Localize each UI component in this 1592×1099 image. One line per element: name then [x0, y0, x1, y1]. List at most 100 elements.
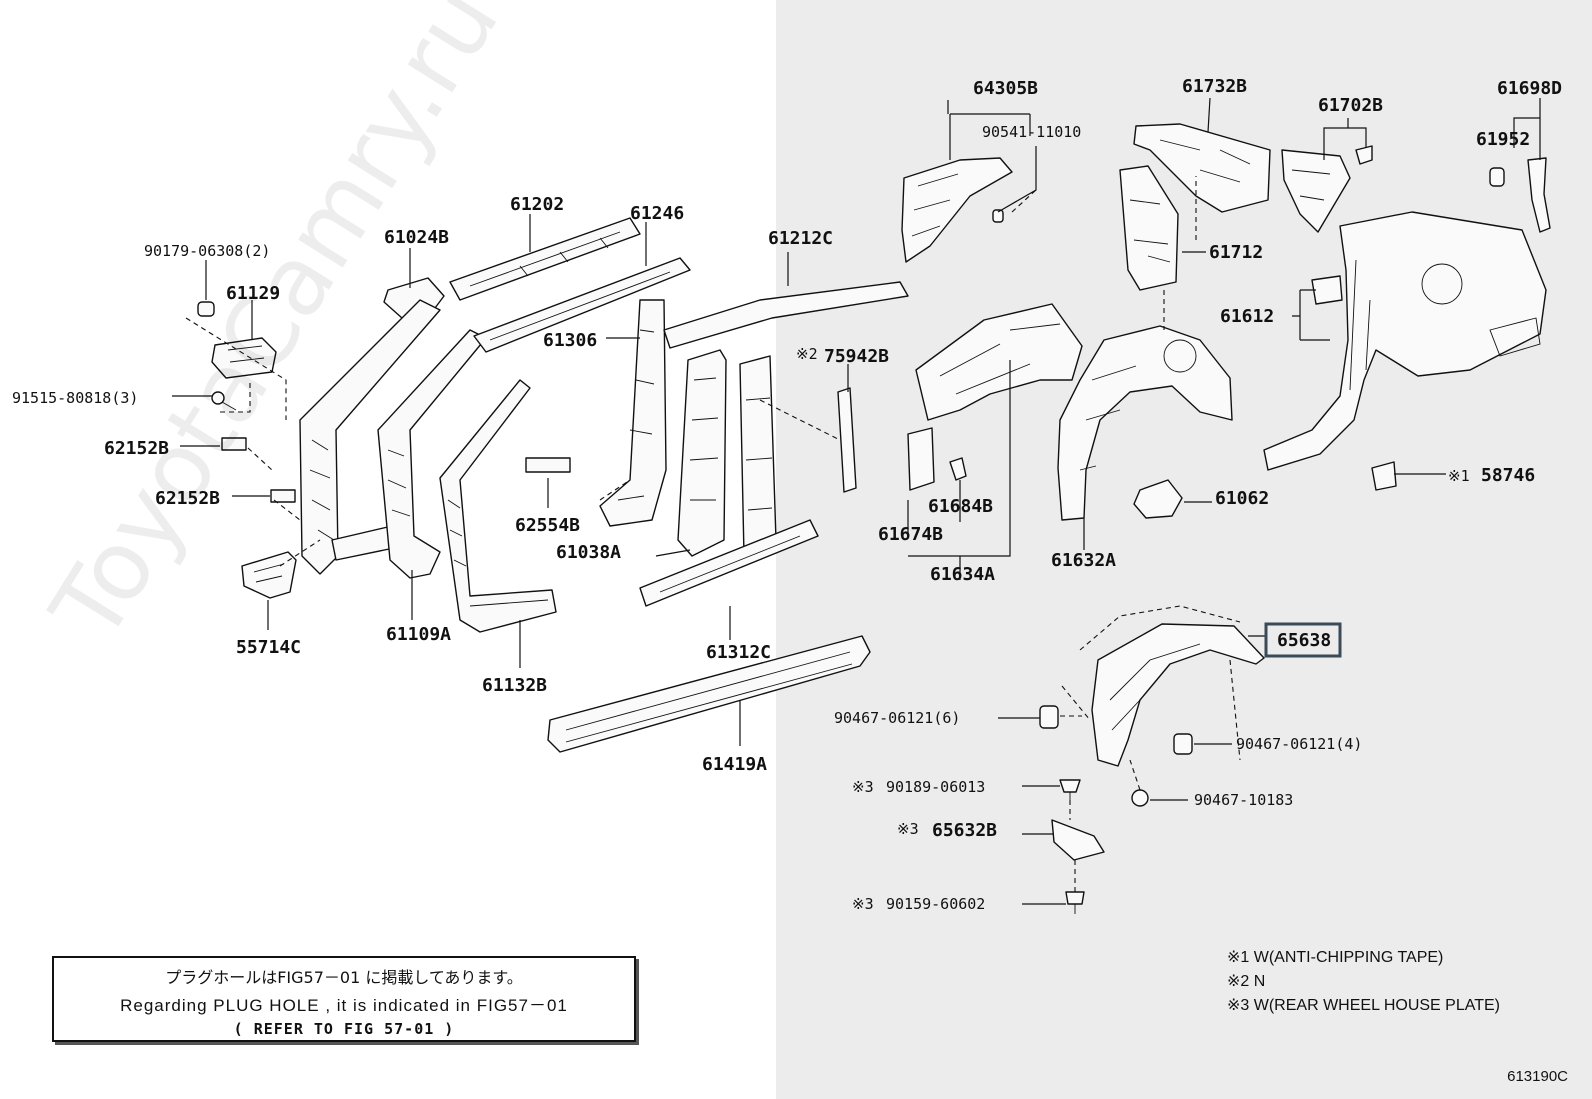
pillar-61712-shape: [1119, 165, 1179, 291]
bracket-61129-shape: [211, 337, 277, 379]
mark-90159: ※3: [852, 895, 874, 913]
label-61109A: 61109A: [386, 624, 451, 645]
clip-90467-10183-shape: [1131, 789, 1149, 807]
label-62554B: 62554B: [515, 515, 580, 536]
note-line-japanese: プラグホールはFIG57－01 に掲載してあります。: [165, 968, 523, 987]
fastener-61612-shape: [1311, 275, 1343, 305]
label-61684B: 61684B: [928, 496, 993, 517]
dashed-fasteners: [1060, 715, 1141, 892]
highlight-box-65638: [1264, 622, 1342, 658]
left-leaders: [172, 214, 849, 746]
label-61952: 61952: [1476, 129, 1530, 150]
wheelhouse-61632A-shape: [1057, 325, 1233, 521]
plate-75942B-shape: [837, 387, 857, 493]
note-line-refer: ( REFER TO FIG 57-01 ): [233, 1020, 455, 1038]
pillar-61038A-shape: [677, 349, 727, 557]
label-90467-06121-4: 90467-06121(4): [1236, 735, 1362, 753]
label-90541-11010: 90541-11010: [982, 123, 1081, 141]
mark-58746: ※1: [1448, 467, 1470, 485]
label-61202: 61202: [510, 194, 564, 215]
label-61702B: 61702B: [1318, 95, 1383, 116]
label-61306: 61306: [543, 330, 597, 351]
legend-item-1: ※1 W(ANTI-CHIPPING TAPE): [1227, 949, 1444, 966]
tape-58746-shape: [1371, 461, 1397, 491]
label-61674B: 61674B: [878, 524, 943, 545]
diagram-code: 613190C: [1507, 1068, 1568, 1085]
label-61712: 61712: [1209, 242, 1263, 263]
mark-90189: ※3: [852, 778, 874, 796]
pillar-61132B-shape: [439, 379, 557, 633]
mark-75942B: ※2: [796, 345, 818, 363]
label-61246: 61246: [630, 203, 684, 224]
panel-61612-shape: [1263, 211, 1547, 471]
label-90467-06121-6: 90467-06121(6): [834, 709, 960, 727]
bracket-61062-shape: [1133, 479, 1183, 519]
plug-hole-note: プラグホールはFIG57－01 に掲載してあります。 Regarding PLU…: [52, 956, 636, 1042]
rail-61202-shape: [449, 217, 641, 301]
label-58746: 58746: [1481, 465, 1535, 486]
pad-62554B-shape: [525, 457, 571, 473]
label-62152B-a: 62152B: [104, 438, 169, 459]
label-61419A: 61419A: [702, 754, 767, 775]
panel-61212C-shape: [663, 281, 909, 557]
legend: ※1 W(ANTI-CHIPPING TAPE) ※2 N ※3 W(REAR …: [1227, 946, 1500, 1018]
bracket-64305B-shape: [901, 157, 1013, 263]
panel-61732B-shape: [1133, 123, 1271, 213]
dashed-right-upper: [1011, 176, 1197, 330]
mark-65632B: ※3: [897, 820, 919, 838]
pillar-61024B-shape: [299, 277, 445, 575]
plate-65632B-shape: [1051, 819, 1105, 861]
leader-61634A: [907, 360, 1011, 580]
label-61634A: 61634A: [930, 564, 995, 585]
label-75942B: 75942B: [824, 346, 889, 367]
clip-61952-shape: [1489, 167, 1505, 187]
rail-61246-shape: [473, 257, 691, 353]
leader-64305B: [947, 100, 1037, 213]
label-90467-10183: 90467-10183: [1194, 791, 1293, 809]
label-61038A: 61038A: [556, 542, 621, 563]
label-61698D: 61698D: [1497, 78, 1562, 99]
leader-61732B: [1207, 97, 1211, 133]
label-90159-60602: 90159-60602: [886, 895, 985, 913]
nut-90467-06121-4-shape: [1173, 733, 1193, 755]
label-61129: 61129: [226, 283, 280, 304]
legend-item-3: ※3 W(REAR WHEEL HOUSE PLATE): [1227, 997, 1500, 1014]
label-61632A: 61632A: [1051, 550, 1116, 571]
note-line-english: Regarding PLUG HOLE , it is indicated in…: [120, 996, 568, 1015]
label-90189-06013: 90189-06013: [886, 778, 985, 796]
label-91515-80818: 91515-80818(3): [12, 389, 138, 407]
label-61612: 61612: [1220, 306, 1274, 327]
label-61024B: 61024B: [384, 227, 449, 248]
label-61312C: 61312C: [706, 642, 771, 663]
bolt-91515-shape: [211, 391, 237, 411]
leader-61612: [1292, 289, 1330, 341]
label-61062: 61062: [1215, 488, 1269, 509]
nut-90467-06121-6-shape: [1039, 705, 1059, 729]
label-62152B-b: 62152B: [155, 488, 220, 509]
label-61732B: 61732B: [1182, 76, 1247, 97]
label-61132B: 61132B: [482, 675, 547, 696]
label-90179-06308: 90179-06308(2): [144, 242, 270, 260]
rocker-61419A-shape: [547, 635, 871, 753]
label-55714C: 55714C: [236, 637, 301, 658]
pad-62152B-b-shape: [270, 489, 296, 503]
leader-61702B: [1323, 118, 1367, 160]
label-61212C: 61212C: [768, 228, 833, 249]
label-65632B: 65632B: [932, 820, 997, 841]
label-65638: 65638: [1277, 630, 1331, 651]
bracket-61698D-shape: [1527, 157, 1551, 233]
liner-65638-shape: [1061, 605, 1265, 767]
leader-61698D: [1513, 98, 1541, 160]
pad-62152B-a-shape: [221, 437, 247, 451]
bolt-90179-shape: [197, 301, 215, 317]
label-64305B: 64305B: [973, 78, 1038, 99]
wheelhouse-61634A-shape: [907, 303, 1083, 491]
pillar-61306-shape: [599, 299, 667, 527]
rocker-61312C-shape: [639, 519, 819, 607]
bolt-90189-shape: [1059, 779, 1081, 800]
bracket-61702B-shape: [1281, 145, 1373, 233]
bracket-55714C-shape: [241, 551, 297, 599]
legend-item-2: ※2 N: [1227, 973, 1266, 990]
bolt-90159-shape: [1065, 891, 1085, 914]
